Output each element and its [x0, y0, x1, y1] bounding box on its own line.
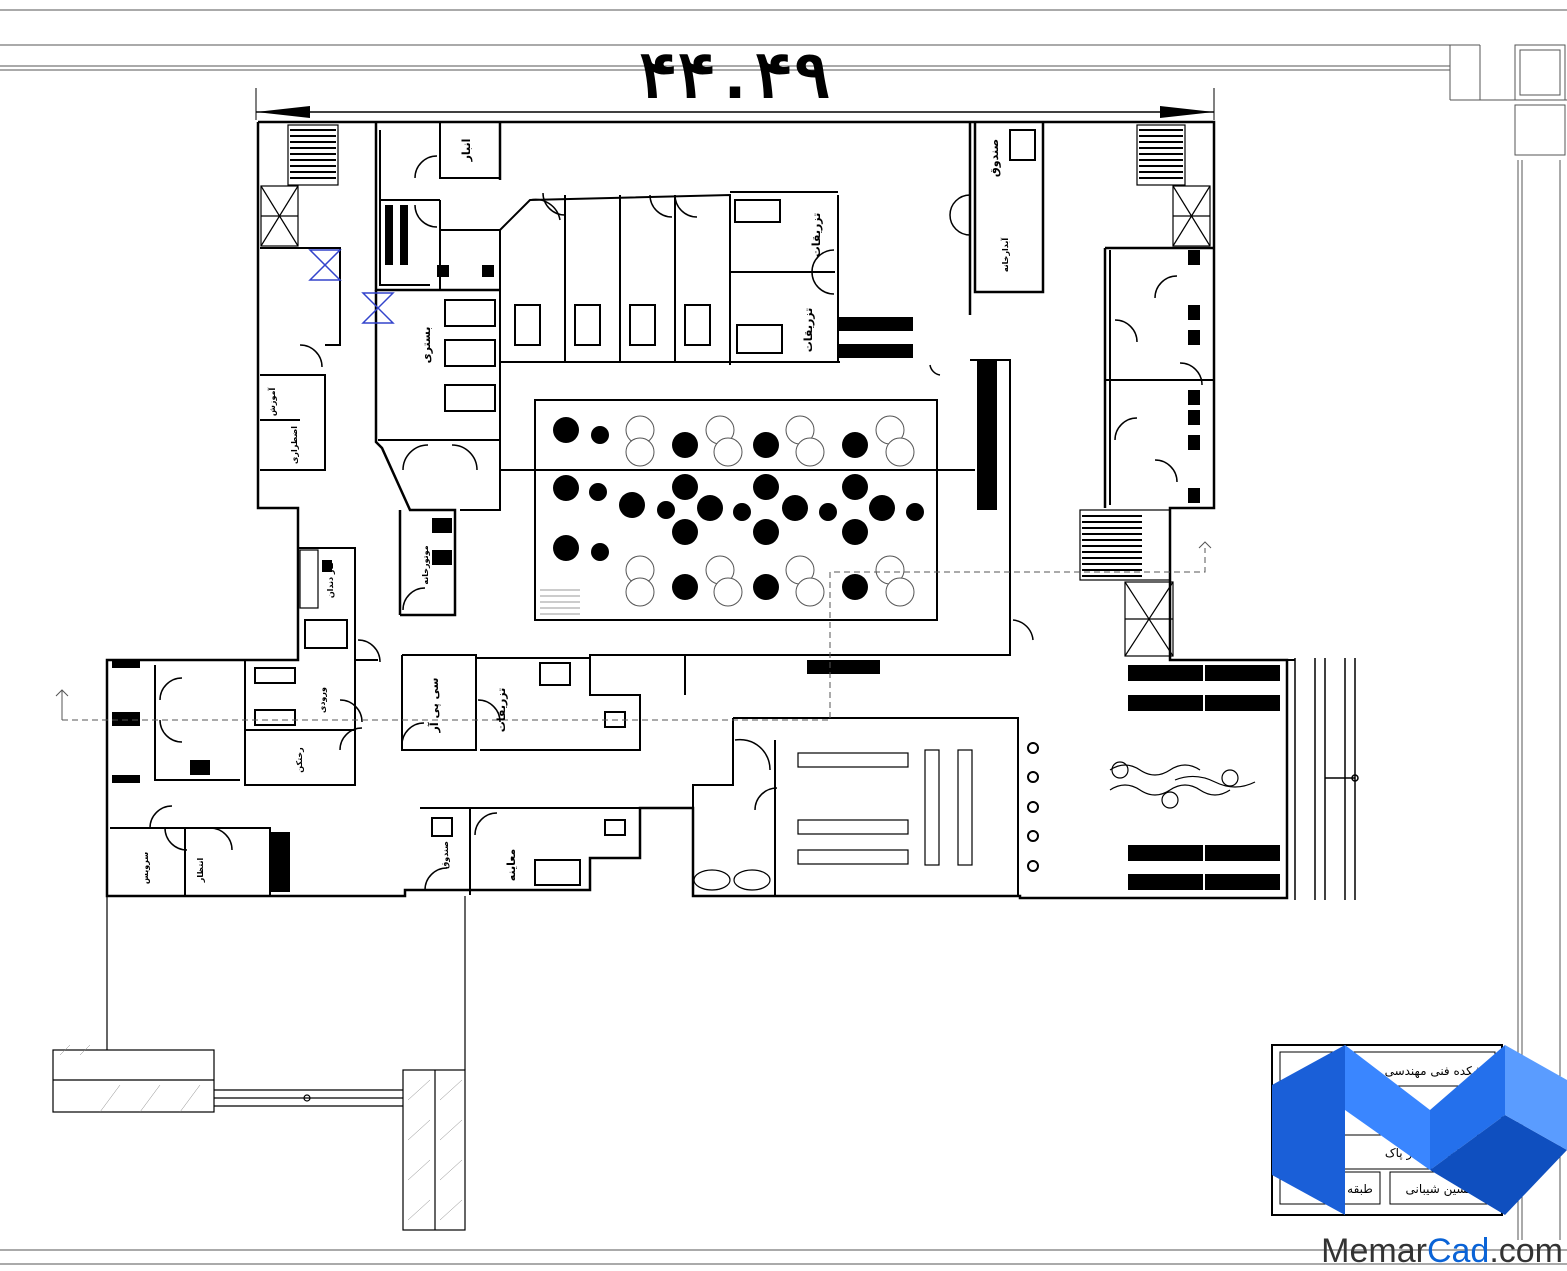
room-labels: انبار صندوق تزریقات تزریقات تزریقات بستر…: [141, 139, 1010, 885]
label-motorkhaneh: موتورخانه: [421, 545, 430, 584]
label-sandoogh-2: صندوق: [441, 841, 450, 869]
column-circles: [1027, 742, 1039, 872]
courtyard-trees: [553, 417, 924, 600]
label-moaayene: معاینه: [505, 849, 518, 881]
section-lines: [62, 548, 1206, 721]
label-bastari: بستری: [420, 327, 433, 364]
label-amoozesh: آموزش: [267, 388, 278, 417]
label-abdarkhaneh: آبدارخانه: [1000, 238, 1010, 273]
label-ezterari: اضطراری: [290, 426, 299, 464]
seating-benches: [270, 317, 1280, 892]
arrow-right-icon: [1160, 106, 1214, 118]
label-rakhtkan: رختکن: [295, 747, 304, 773]
courtyard-shrubs: [625, 415, 915, 607]
courtyard: [534, 399, 938, 621]
label-cpr: سی پی آر: [427, 678, 441, 734]
label-tazrighat-3: تزریقات: [495, 688, 508, 733]
title-floor: طبقه: [1347, 1182, 1373, 1196]
stairs-and-shafts: [260, 124, 1211, 657]
doors: [149, 155, 1203, 891]
label-gaz-dandan: گاز دندان: [325, 561, 335, 598]
dimension-value: ۴۴.۴۹: [639, 40, 832, 114]
lobby-feature: [1109, 761, 1256, 809]
label-tazrighat-2: تزریقات: [802, 308, 815, 353]
memarcad-logo-icon: [1272, 1045, 1567, 1215]
site-structures: [52, 896, 466, 1231]
sanitary-fixtures: [112, 205, 1200, 783]
pharmacy-counters: [693, 749, 973, 891]
label-service: سرویس: [141, 852, 151, 884]
label-anbar: انبار: [460, 139, 473, 163]
label-entezar: انتظار: [196, 858, 205, 884]
hourglass-icon: [308, 249, 395, 324]
overall-dimension: ۴۴.۴۹: [255, 40, 1215, 120]
title-line-1: دانشکده فنی مهندسی: [1385, 1064, 1496, 1078]
entrance-facade: [1294, 658, 1359, 900]
hatch-pattern: [59, 1044, 463, 1221]
watermark: MemarCad.com: [1321, 1232, 1563, 1270]
label-vorood: ورودی: [318, 687, 327, 713]
courtyard-stair: [540, 589, 580, 615]
label-sandoogh: صندوق: [988, 139, 1001, 177]
section-arrows: [55, 541, 1212, 720]
label-tazrighat-1: تزریقات: [810, 213, 823, 258]
arrow-left-icon: [256, 106, 310, 118]
